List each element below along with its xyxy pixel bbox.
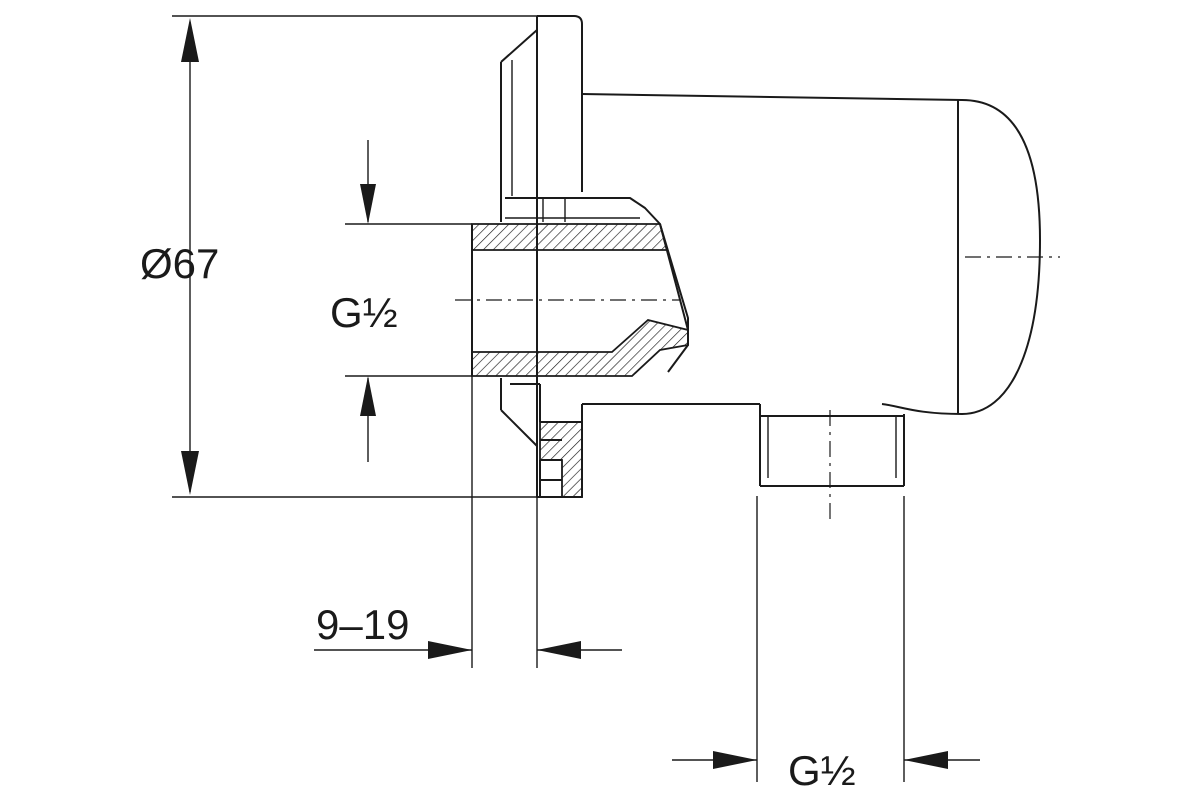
arrow-left-icon [904,751,948,769]
arrow-right-icon [428,641,472,659]
arrow-down-icon [360,184,376,224]
inlet-thread-label: G½ [330,289,398,336]
diameter-label: Ø67 [140,240,220,287]
arrow-right-icon [713,751,757,769]
wall-range-label: 9–19 [316,601,410,648]
inlet-pipe [455,223,689,377]
arrow-left-icon [537,641,581,659]
arrow-up-icon [360,376,376,416]
outlet-thread-label: G½ [788,747,856,794]
wall-range-dimension [314,376,622,668]
locknut-section [510,383,583,498]
inlet-thread-dimension [345,140,472,462]
outlet-thread-dimension [672,496,980,782]
arrow-up-icon [181,18,199,62]
valve-body [581,93,1060,415]
outlet-nipple [759,404,905,520]
diameter-dimension [172,15,545,498]
arrow-down-icon [181,451,199,495]
